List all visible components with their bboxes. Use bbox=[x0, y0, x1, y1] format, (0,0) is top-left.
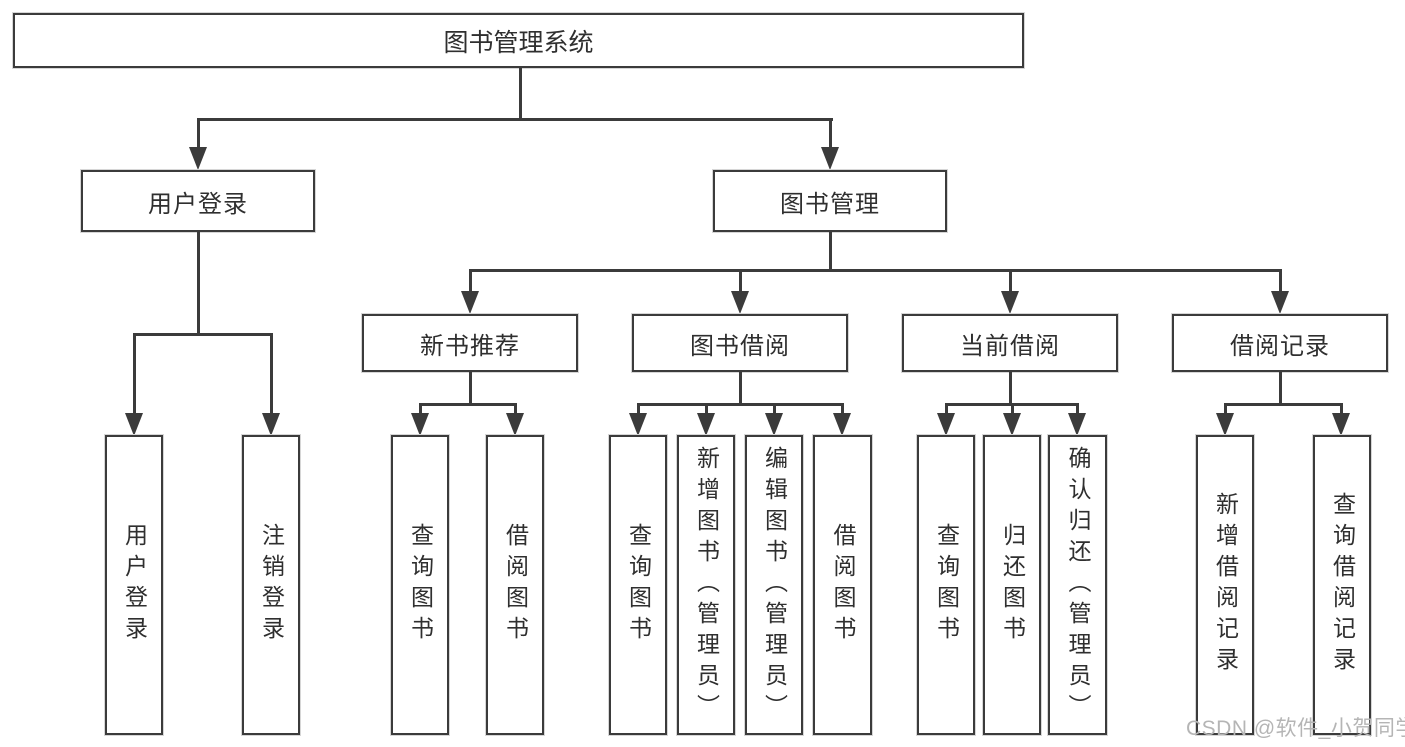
node-label: 用户登录 bbox=[121, 523, 148, 647]
connector-line bbox=[469, 269, 472, 294]
connector-line bbox=[270, 333, 273, 416]
node-book-borrowing: 图书借阅 bbox=[632, 314, 848, 372]
connector-line bbox=[1011, 403, 1014, 417]
node-label: 新增借阅记录 bbox=[1212, 492, 1239, 678]
node-label: 图书借阅 bbox=[690, 332, 790, 360]
leaf-node-query-books: 查询图书 bbox=[609, 435, 667, 735]
connector-arrow bbox=[833, 413, 851, 436]
connector-line bbox=[197, 118, 200, 151]
leaf-node-query-books-recommend: 查询图书 bbox=[391, 435, 449, 735]
node-label: 编辑图书（管理员） bbox=[761, 445, 788, 725]
connector-arrow bbox=[1003, 413, 1021, 436]
connector-line bbox=[514, 403, 517, 417]
connector-line bbox=[1009, 372, 1012, 406]
node-user-login-branch: 用户登录 bbox=[81, 170, 315, 232]
node-label: 新书推荐 bbox=[420, 332, 520, 360]
leaf-node-return-books: 归还图书 bbox=[983, 435, 1041, 735]
leaf-node-query-books-current: 查询图书 bbox=[917, 435, 975, 735]
node-label: 借阅图书 bbox=[502, 523, 529, 647]
connector-line bbox=[829, 232, 832, 272]
connector-arrow bbox=[821, 147, 839, 170]
leaf-node-borrow-books-recommend: 借阅图书 bbox=[486, 435, 544, 735]
node-library-management-system: 图书管理系统 bbox=[13, 13, 1024, 68]
connector-line bbox=[829, 118, 832, 151]
connector-line bbox=[705, 403, 708, 417]
connector-arrow bbox=[506, 413, 524, 436]
csdn-watermark: CSDN @软件_小贺同学 bbox=[1186, 717, 1405, 740]
node-book-management-branch: 图书管理 bbox=[713, 170, 947, 232]
leaf-node-query-borrow-record: 查询借阅记录 bbox=[1313, 435, 1371, 735]
connector-arrow bbox=[937, 413, 955, 436]
connector-line bbox=[1076, 403, 1079, 417]
node-label: 借阅记录 bbox=[1230, 332, 1330, 360]
connector-arrow bbox=[1001, 291, 1019, 314]
leaf-node-borrow-books: 借阅图书 bbox=[813, 435, 872, 735]
connector-line bbox=[637, 403, 640, 417]
connector-arrow bbox=[262, 413, 280, 436]
connector-arrow bbox=[1271, 291, 1289, 314]
node-current-borrowing: 当前借阅 bbox=[902, 314, 1118, 372]
connector-arrow bbox=[697, 413, 715, 436]
leaf-node-user-login: 用户登录 bbox=[105, 435, 163, 735]
connector-arrow bbox=[1216, 413, 1234, 436]
connector-line bbox=[841, 403, 844, 417]
connector-arrow bbox=[411, 413, 429, 436]
node-label: 借阅图书 bbox=[830, 523, 856, 647]
connector-line bbox=[1009, 269, 1012, 294]
connector-arrow bbox=[1332, 413, 1350, 436]
node-label: 注销登录 bbox=[258, 523, 285, 647]
connector-arrow bbox=[125, 413, 143, 436]
node-label: 查询图书 bbox=[625, 523, 652, 647]
connector-line bbox=[637, 403, 844, 406]
node-borrowing-records: 借阅记录 bbox=[1172, 314, 1388, 372]
connector-line bbox=[1279, 372, 1282, 406]
connector-line bbox=[1224, 403, 1343, 406]
node-label: 归还图书 bbox=[999, 523, 1026, 647]
connector-line bbox=[469, 269, 1282, 272]
connector-line bbox=[1224, 403, 1227, 417]
connector-line bbox=[197, 118, 833, 121]
leaf-node-edit-books-admin: 编辑图书（管理员） bbox=[745, 435, 803, 735]
connector-line bbox=[739, 269, 742, 294]
node-label: 图书管理 bbox=[780, 190, 880, 218]
connector-line bbox=[419, 403, 516, 406]
node-label: 确认归还（管理员） bbox=[1065, 445, 1091, 725]
connector-arrow bbox=[1068, 413, 1086, 436]
connector-line bbox=[1340, 403, 1343, 417]
leaf-node-add-borrow-record: 新增借阅记录 bbox=[1196, 435, 1254, 735]
connector-arrow bbox=[189, 147, 207, 170]
connector-line bbox=[773, 403, 776, 417]
node-label: 查询借阅记录 bbox=[1329, 492, 1356, 678]
connector-arrow bbox=[731, 291, 749, 314]
leaf-node-logout: 注销登录 bbox=[242, 435, 300, 735]
node-label: 新增图书（管理员） bbox=[693, 445, 720, 725]
connector-line bbox=[419, 403, 422, 417]
connector-arrow bbox=[765, 413, 783, 436]
node-label: 查询图书 bbox=[933, 523, 960, 647]
connector-line bbox=[133, 333, 273, 336]
connector-line bbox=[739, 372, 742, 406]
connector-arrow bbox=[629, 413, 647, 436]
connector-line bbox=[519, 68, 522, 120]
node-label: 当前借阅 bbox=[960, 332, 1060, 360]
connector-line bbox=[945, 403, 948, 417]
leaf-node-add-books-admin: 新增图书（管理员） bbox=[677, 435, 735, 735]
node-label: 查询图书 bbox=[407, 523, 434, 647]
node-new-book-recommend: 新书推荐 bbox=[362, 314, 578, 372]
connector-line bbox=[197, 232, 200, 336]
connector-line bbox=[469, 372, 472, 406]
connector-line bbox=[133, 333, 136, 416]
connector-arrow bbox=[461, 291, 479, 314]
leaf-node-confirm-return-admin: 确认归还（管理员） bbox=[1048, 435, 1107, 735]
node-label: 用户登录 bbox=[148, 190, 248, 218]
connector-line bbox=[1279, 269, 1282, 294]
node-label: 图书管理系统 bbox=[443, 28, 594, 57]
